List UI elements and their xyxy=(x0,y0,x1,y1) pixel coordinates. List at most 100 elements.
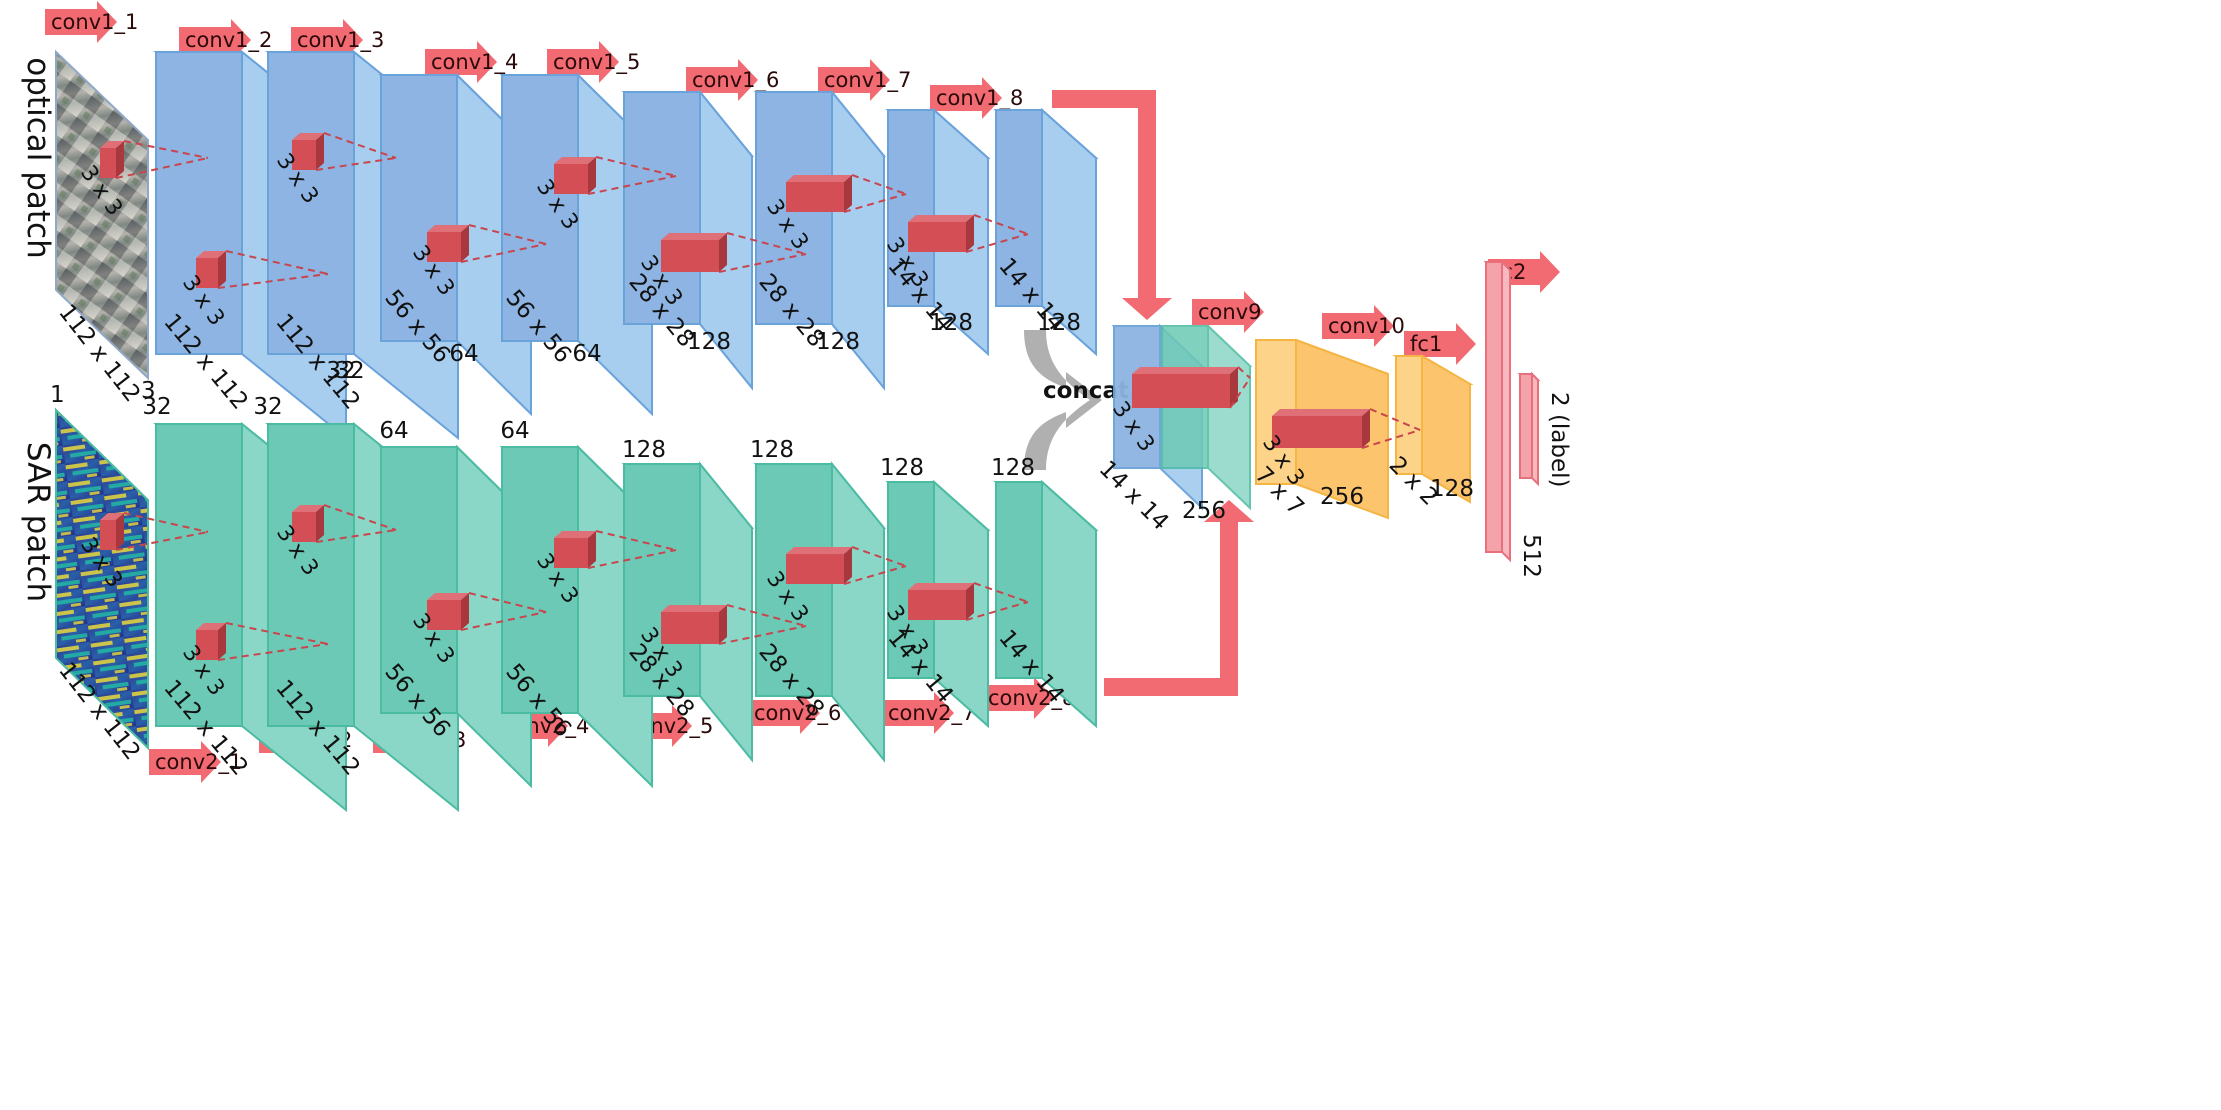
sar-kernel-2-top xyxy=(292,505,324,512)
concat-kernel-ray-bottom xyxy=(1229,377,1251,409)
optical-input-patch xyxy=(55,49,149,381)
sar-map-channels-8: 128 xyxy=(991,455,1035,481)
conv9-kernel-ray-top xyxy=(1369,408,1421,431)
optical-map-channels-7: 128 xyxy=(929,310,973,336)
sar-op-arrow-8-shape xyxy=(982,677,1054,719)
sar-kernel-7-ray-top xyxy=(973,582,1029,603)
optical-op-arrow-8-label: conv1_8 xyxy=(936,86,1023,111)
optical-kernel-1-ray-bottom xyxy=(217,273,329,289)
optical-kernel-5-top xyxy=(661,233,727,240)
sar-kernel-5-ray-bottom xyxy=(718,625,807,645)
fc1-units: 512 xyxy=(1518,534,1544,578)
sar-kernel-2-front xyxy=(292,512,316,542)
optical-op-arrow-2: conv1_2 xyxy=(179,19,272,61)
sar-feature-map-7 xyxy=(885,479,991,729)
sar-feature-map-8-front-face xyxy=(995,481,1043,679)
optical-op-arrow-4-shape xyxy=(425,41,497,83)
optical-op-arrow-7: conv1_7 xyxy=(818,59,911,101)
conv10-channels: 128 xyxy=(1430,476,1474,502)
conv10-arrow-shape xyxy=(1322,305,1394,347)
optical-input-kernel-ray-bottom xyxy=(115,157,209,179)
concat-sar-map-side-face xyxy=(1207,323,1251,511)
sar-kernel-7-front xyxy=(908,590,966,620)
sar-input-channels: 1 xyxy=(50,382,65,408)
sar-kernel-2-side xyxy=(316,505,324,542)
sar-kernel-3-front xyxy=(427,600,461,630)
sar-to-fusion-arrow xyxy=(1104,500,1254,696)
optical-feature-map-2-front-face xyxy=(267,51,355,355)
concat-arrow-shape xyxy=(1024,330,1102,470)
optical-to-fusion-arrow xyxy=(1052,90,1172,320)
optical-kernel-4-top xyxy=(554,157,596,164)
sar-feature-map-8 xyxy=(993,479,1099,729)
optical-op-arrow-3-shape xyxy=(291,19,363,61)
sar-kernel-4-top xyxy=(554,531,596,538)
conv9-kernel-top xyxy=(1272,409,1370,416)
concat-kernel-side xyxy=(1230,367,1238,408)
optical-op-arrow-3: conv1_3 xyxy=(291,19,384,61)
sar-map-channels-6: 128 xyxy=(750,437,794,463)
conv9-arrow: conv9 xyxy=(1192,291,1264,333)
optical-input-kernel-front xyxy=(100,148,116,178)
optical-kernel-2-top xyxy=(292,133,324,140)
sar-kernel-3-ray-bottom xyxy=(460,611,547,631)
optical-op-arrow-6: conv1_6 xyxy=(686,59,779,101)
sar-kernel-6-side xyxy=(844,547,852,584)
sar-op-arrow-7-label: conv2_7 xyxy=(888,701,975,726)
output-label: 2 (label) xyxy=(1546,392,1572,488)
optical-kernel-2-ray-top xyxy=(323,132,397,159)
sar-input-kernel-side xyxy=(116,513,124,550)
fc1-vector-front-face xyxy=(1485,261,1503,553)
sar-op-arrow-6: conv2_6 xyxy=(748,692,841,734)
optical-kernel-7-front xyxy=(908,222,966,252)
sar-kernel-2-ray-bottom xyxy=(315,529,397,543)
optical-kernel-7-ray-bottom xyxy=(965,233,1029,253)
optical-op-arrow-7-shape xyxy=(818,59,890,101)
sar-kernel-1-top xyxy=(196,623,226,630)
input-patches-layer xyxy=(55,49,149,751)
optical-input-kernel-side xyxy=(116,141,124,178)
optical-op-arrow-6-shape xyxy=(686,59,758,101)
optical-op-arrow-4: conv1_4 xyxy=(425,41,518,83)
sar-kernel-7-side xyxy=(966,583,974,620)
conv10-arrow-label: conv10 xyxy=(1328,314,1405,338)
sar-op-arrow-6-label: conv2_6 xyxy=(754,701,841,726)
sar-kernel-4-ray-bottom xyxy=(587,549,677,569)
fc1-arrow-label: fc1 xyxy=(1410,332,1442,356)
optical-kernel-4-ray-top xyxy=(595,156,677,177)
optical-kernel-7-top xyxy=(908,215,974,222)
optical-kernel-4-side xyxy=(588,157,596,194)
fc1-vector xyxy=(1483,259,1513,563)
optical-kernel-3-side xyxy=(461,225,469,262)
optical-to-fusion-arrow-shape xyxy=(1052,90,1172,320)
optical-op-arrow-2-label: conv1_2 xyxy=(185,28,272,53)
concat-sar-map xyxy=(1159,323,1253,511)
optical-op-arrow-1-shape xyxy=(45,1,117,43)
sar-op-arrow-7: conv2_7 xyxy=(882,692,975,734)
conv10-feature-map-front-face xyxy=(1395,355,1423,475)
sar-map-channels-4: 64 xyxy=(500,418,529,444)
optical-kernel-2-side xyxy=(316,133,324,170)
feature-maps-layer xyxy=(153,49,1541,813)
optical-map-channels-8: 128 xyxy=(1037,310,1081,336)
optical-kernel-2-ray-bottom xyxy=(315,157,397,171)
sar-feature-map-5 xyxy=(621,461,755,763)
optical-op-arrow-6-label: conv1_6 xyxy=(692,68,779,93)
optical-op-arrow-1: conv1_1 xyxy=(45,1,138,43)
sar-feature-map-4-front-face xyxy=(501,446,579,714)
kernels-layer: 3 x 33 x 33 x 33 x 33 x 33 x 33 x 33 x 3… xyxy=(75,132,1421,700)
optical-kernel-2-front xyxy=(292,140,316,170)
optical-kernel-6-top xyxy=(786,175,852,182)
conv10-arrow: conv10 xyxy=(1322,305,1405,347)
concat-kernel-top xyxy=(1132,367,1238,374)
sar-kernel-5-side xyxy=(719,605,727,644)
fc1-vector-side-face xyxy=(1501,259,1511,563)
sar-kernel-7-ray-bottom xyxy=(965,601,1029,621)
sar-feature-map-2-front-face xyxy=(267,423,355,727)
sar-kernel-6-ray-bottom xyxy=(843,565,907,585)
optical-op-arrow-1-label: conv1_1 xyxy=(51,10,138,35)
optical-kernel-1-top xyxy=(196,251,226,258)
optical-kernel-3-ray-top xyxy=(468,224,547,245)
sar-kernel-4-ray-top xyxy=(595,530,677,551)
